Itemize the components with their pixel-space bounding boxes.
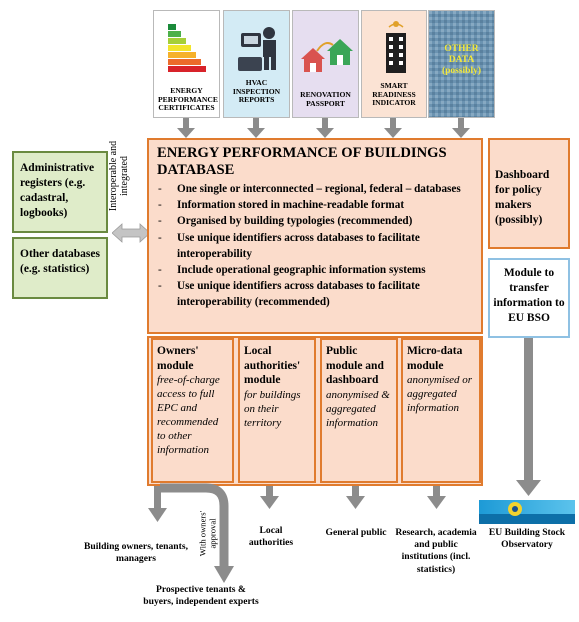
source-label: RENOVATION PASSPORT (300, 90, 351, 108)
source-energy-certificates: ENERGY PERFORMANCE CERTIFICATES (153, 10, 220, 118)
owners-approval-label: With owners' approval (197, 510, 218, 557)
database-item: Organised by building typologies (recomm… (155, 213, 475, 229)
transfer-module-text: Module to transfer information to EU BSO (493, 267, 565, 324)
admin-registers-box: Administrative registers (e.g. cadastral… (12, 151, 108, 233)
hvac-inspector-icon (238, 27, 276, 71)
output-local-authorities: Local authorities (248, 525, 294, 549)
database-item: One single or interconnected – regional,… (155, 181, 475, 197)
module-owners: Owners' module free-of-charge access to … (151, 338, 234, 483)
module-public: Public module and dashboard anonymised &… (320, 338, 398, 483)
database-title: ENERGY PERFORMANCE OF BUILDINGS DATABASE (157, 145, 447, 178)
output-research: Research, academia and public institutio… (395, 527, 477, 575)
source-label: ENERGY PERFORMANCE CERTIFICATES (158, 86, 218, 113)
other-databases-box: Other databases (e.g. statistics) (12, 237, 108, 299)
energy-rating-icon (168, 24, 206, 72)
houses-icon (301, 39, 353, 72)
source-smart-readiness: SMART READINESS INDICATOR (361, 10, 427, 118)
down-arrow-icon (247, 118, 265, 138)
source-arrows (177, 118, 470, 138)
module-title: Owners' module (157, 345, 199, 372)
output-eu-bso: EU Building Stock Observatory (488, 527, 566, 551)
source-other-data: OTHER DATA (possibly) (428, 10, 495, 118)
source-hvac-reports: HVAC INSPECTION REPORTS (223, 10, 290, 118)
module-local-authorities: Local authorities' module for buildings … (238, 338, 316, 483)
database-item: Use unique identifiers across databases … (155, 278, 475, 310)
module-title: Micro-data module (407, 345, 463, 372)
module-title: Public module and dashboard (326, 345, 384, 386)
database-item: Information stored in machine-readable f… (155, 197, 475, 213)
dashboard-box: Dashboard for policy makers (possibly) (488, 138, 570, 249)
module-description: free-of-charge access to full EPC and re… (157, 374, 220, 456)
module-description: anonymised or aggregated information (407, 374, 473, 414)
other-databases-text: Other databases (e.g. statistics) (20, 248, 100, 275)
data-pattern-icon (429, 11, 494, 117)
smart-building-icon (386, 21, 406, 73)
down-arrow-icon (346, 486, 365, 509)
output-arrows (148, 338, 541, 583)
module-micro-data: Micro-data module anonymised or aggregat… (401, 338, 481, 483)
module-description: for buildings on their territory (244, 388, 301, 429)
source-label: HVAC INSPECTION REPORTS (232, 78, 281, 105)
module-description: anonymised & aggregated information (326, 388, 390, 429)
interop-double-arrow (112, 223, 150, 243)
eu-bso-logo-icon (479, 500, 575, 524)
down-arrow-icon (452, 118, 470, 138)
source-label: OTHER DATA (possibly) (441, 44, 482, 76)
curved-arrow-icon (160, 483, 234, 583)
interop-label: Interoperable and integrated (108, 140, 130, 212)
admin-registers-text: Administrative registers (e.g. cadastral… (20, 162, 95, 219)
dashboard-text: Dashboard for policy makers (possibly) (495, 169, 550, 226)
down-arrow-icon (516, 338, 541, 496)
down-arrow-icon (384, 118, 402, 138)
down-arrow-icon (427, 486, 446, 509)
down-arrow-icon (148, 486, 167, 522)
database-item: Include operational geographic informati… (155, 262, 475, 278)
down-arrow-icon (260, 486, 279, 509)
database-box: ENERGY PERFORMANCE OF BUILDINGS DATABASE… (147, 138, 483, 334)
source-renovation-passport: RENOVATION PASSPORT (292, 10, 359, 118)
down-arrow-icon (316, 118, 334, 138)
database-item: Use unique identifiers across databases … (155, 230, 475, 262)
output-owners: Building owners, tenants, managers (84, 541, 188, 565)
module-title: Local authorities' module (244, 345, 301, 386)
down-arrow-icon (177, 118, 195, 138)
output-general-public: General public (325, 527, 387, 538)
output-prospective: Prospective tenants & buyers, independen… (143, 584, 259, 608)
database-items: One single or interconnected – regional,… (155, 181, 475, 311)
transfer-module-box: Module to transfer information to EU BSO (488, 258, 570, 338)
source-label: SMART READINESS INDICATOR (372, 81, 416, 108)
